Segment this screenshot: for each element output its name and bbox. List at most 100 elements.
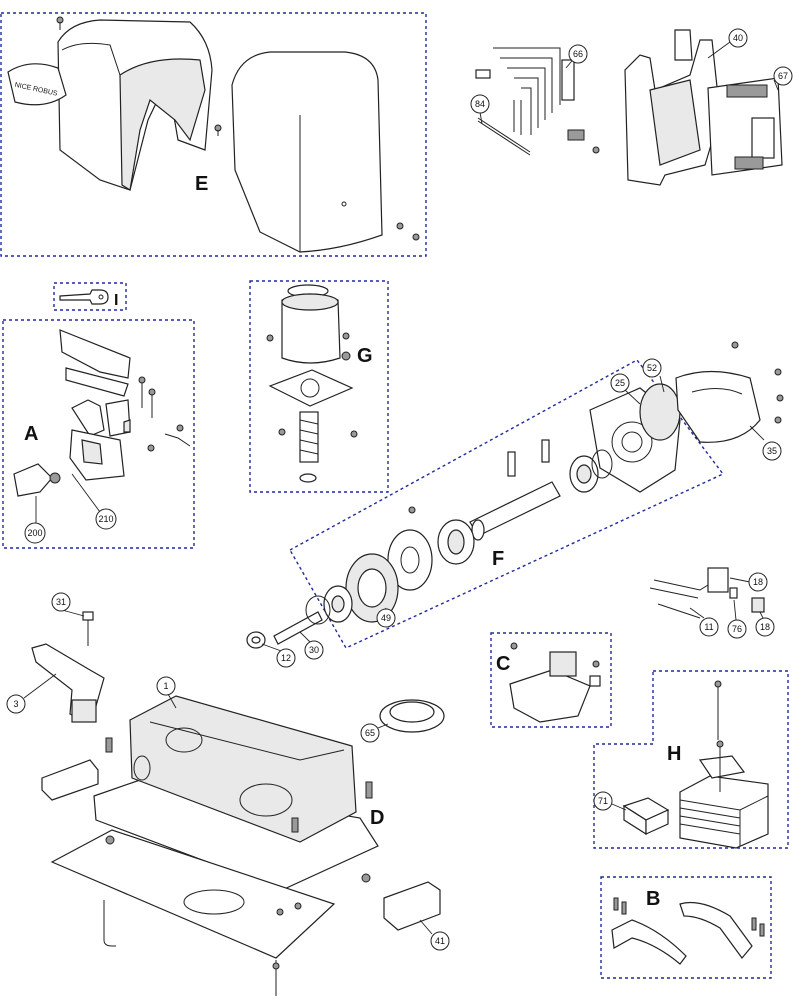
worm-screw bbox=[299, 411, 319, 483]
svg-text:52: 52 bbox=[647, 363, 657, 373]
svg-text:65: 65 bbox=[365, 728, 375, 738]
svg-text:18: 18 bbox=[753, 577, 763, 587]
release-lever bbox=[59, 329, 131, 397]
bushing bbox=[437, 519, 475, 565]
svg-text:18: 18 bbox=[760, 622, 770, 632]
svg-text:76: 76 bbox=[732, 624, 742, 634]
callout-200: 200 bbox=[24, 496, 46, 544]
flat-cable bbox=[477, 117, 531, 156]
pins bbox=[507, 439, 550, 477]
callout-210: 210 bbox=[71, 473, 117, 530]
cover-screws bbox=[56, 16, 420, 241]
svg-text:35: 35 bbox=[767, 446, 777, 456]
motor-screws bbox=[266, 332, 358, 438]
release-lock-body bbox=[69, 399, 131, 481]
callout-11: 11 bbox=[689, 607, 719, 637]
base-plate bbox=[50, 829, 371, 959]
svg-text:11: 11 bbox=[704, 622, 713, 632]
brush-holder bbox=[509, 642, 601, 723]
svg-text:1: 1 bbox=[163, 681, 168, 691]
washer-12 bbox=[246, 631, 266, 649]
key-lock-cap: NICE ROBUS bbox=[7, 63, 67, 106]
callout-65: 65 bbox=[360, 723, 389, 743]
group-f-letter: F bbox=[492, 548, 504, 570]
base-housing bbox=[93, 695, 379, 891]
group-g-box bbox=[249, 280, 389, 493]
end-cover-screws bbox=[731, 341, 784, 424]
group-d-letter: D bbox=[370, 807, 384, 829]
release-screws bbox=[138, 376, 191, 452]
svg-text:31: 31 bbox=[56, 597, 66, 607]
release-key bbox=[59, 289, 109, 305]
cover-front bbox=[57, 19, 213, 191]
cover-rear bbox=[231, 51, 383, 253]
svg-text:67: 67 bbox=[778, 71, 788, 81]
group-i-letter: I bbox=[114, 292, 118, 309]
callout-41: 41 bbox=[419, 919, 450, 951]
svg-text:40: 40 bbox=[733, 33, 743, 43]
bracket-left bbox=[611, 897, 687, 965]
main-gear bbox=[345, 553, 399, 623]
callout-49: 49 bbox=[376, 607, 396, 628]
callout-12: 12 bbox=[261, 643, 296, 668]
group-h-box bbox=[593, 670, 789, 849]
side-cover-left bbox=[41, 737, 113, 801]
gear-screw bbox=[408, 506, 416, 514]
wiring-harness bbox=[475, 47, 600, 154]
callout-35: 35 bbox=[749, 425, 782, 461]
callout-30: 30 bbox=[299, 631, 324, 660]
control-unit-housing bbox=[624, 29, 721, 186]
svg-text:49: 49 bbox=[381, 613, 391, 623]
callout-1: 1 bbox=[156, 676, 177, 709]
callout-40: 40 bbox=[707, 28, 748, 59]
anchor-bolts bbox=[103, 900, 280, 996]
svg-text:12: 12 bbox=[281, 653, 291, 663]
callout-25: 25 bbox=[610, 373, 641, 405]
bracket-right bbox=[679, 901, 765, 959]
motor bbox=[281, 284, 341, 364]
callout-3: 3 bbox=[6, 673, 57, 714]
control-board bbox=[707, 77, 783, 176]
callout-67: 67 bbox=[773, 66, 793, 91]
callout-66: 66 bbox=[565, 44, 588, 69]
svg-text:30: 30 bbox=[309, 645, 319, 655]
pinion-gear bbox=[639, 383, 681, 441]
end-block-41 bbox=[383, 881, 441, 931]
callout-71: 71 bbox=[593, 791, 627, 811]
lock-cylinder bbox=[13, 463, 61, 497]
group-b-box bbox=[600, 876, 772, 979]
svg-text:41: 41 bbox=[435, 936, 445, 946]
svg-text:71: 71 bbox=[598, 796, 608, 806]
group-i-box bbox=[53, 282, 127, 311]
bearing-right bbox=[569, 449, 613, 493]
callout-18-bottom: 18 bbox=[755, 611, 775, 637]
output-shaft bbox=[469, 481, 561, 541]
end-cover bbox=[675, 370, 761, 443]
motor-flange bbox=[268, 369, 354, 407]
callout-84: 84 bbox=[470, 94, 490, 125]
callout-76: 76 bbox=[727, 599, 747, 639]
group-g-letter: G bbox=[357, 345, 373, 367]
group-e-letter: E bbox=[195, 173, 208, 195]
svg-text:210: 210 bbox=[98, 514, 113, 524]
rectifier bbox=[622, 797, 670, 836]
group-a-letter: A bbox=[24, 423, 38, 445]
group-c-letter: C bbox=[496, 653, 510, 675]
group-c-box bbox=[490, 632, 612, 728]
callout-18-top: 18 bbox=[729, 572, 768, 592]
bearing-left bbox=[323, 585, 353, 623]
seal-ring-65 bbox=[379, 699, 445, 733]
encoder-disc bbox=[387, 529, 433, 591]
svg-text:3: 3 bbox=[13, 699, 18, 709]
svg-text:200: 200 bbox=[27, 528, 42, 538]
transformer bbox=[679, 755, 769, 849]
limit-switch-assembly bbox=[649, 567, 765, 619]
group-b-letter: B bbox=[646, 888, 660, 910]
screw-31 bbox=[82, 611, 94, 646]
svg-text:66: 66 bbox=[573, 49, 583, 59]
callout-31: 31 bbox=[51, 592, 85, 617]
shaft-30 bbox=[273, 595, 331, 645]
transformer-bolts bbox=[714, 680, 724, 792]
release-handle bbox=[31, 643, 105, 723]
